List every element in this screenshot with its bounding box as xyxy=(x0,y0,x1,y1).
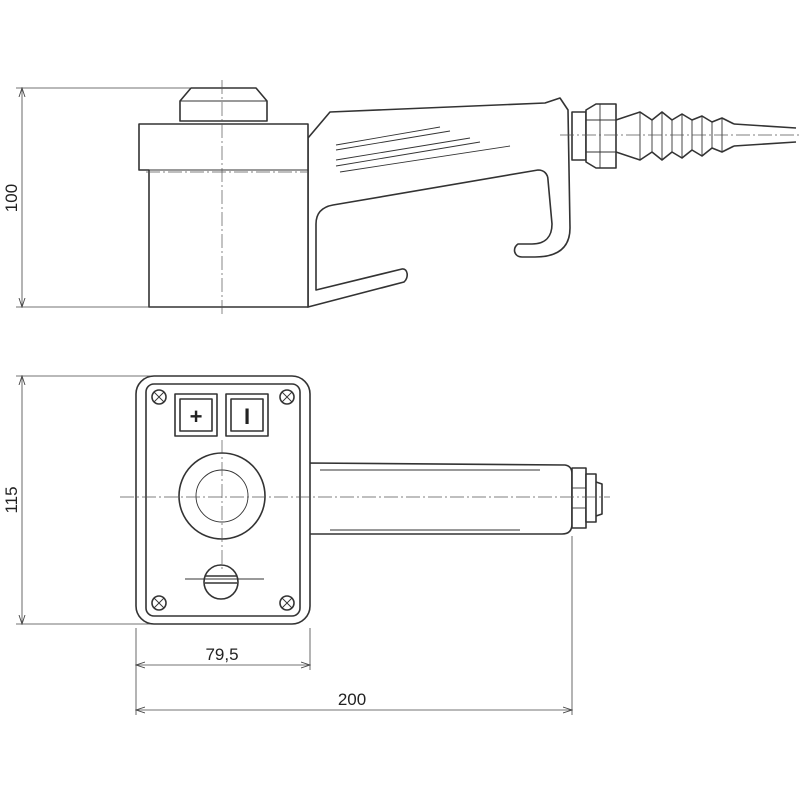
side-handle xyxy=(307,97,571,308)
screw-bottom-right xyxy=(279,595,295,611)
front-housing xyxy=(135,375,311,625)
screw-top-right xyxy=(279,389,295,405)
side-cable xyxy=(733,123,797,147)
plus-symbol: + xyxy=(190,404,203,429)
screw-bottom-left xyxy=(151,595,167,611)
total-length-dimension: 200 xyxy=(136,536,572,715)
on-button: I xyxy=(225,393,269,437)
total-length-label: 200 xyxy=(338,690,366,709)
on-symbol: I xyxy=(244,404,250,429)
side-housing xyxy=(138,123,309,308)
housing-width-dimension: 79,5 xyxy=(136,628,310,715)
front-panel xyxy=(145,383,301,617)
side-grip-texture xyxy=(335,126,511,173)
front-height-label: 115 xyxy=(2,486,21,513)
front-height-dimension: 115 xyxy=(2,376,150,624)
front-cable-gland xyxy=(571,467,603,529)
front-handle xyxy=(307,462,573,535)
plus-button: + xyxy=(174,393,218,437)
key-switch xyxy=(185,564,264,600)
side-height-label: 100 xyxy=(2,184,21,212)
side-strain-relief-spring xyxy=(615,111,735,161)
side-top-knob xyxy=(179,87,268,122)
housing-width-label: 79,5 xyxy=(205,645,238,664)
screw-top-left xyxy=(151,389,167,405)
front-view: + I 115 xyxy=(2,376,610,715)
side-height-dimension: 100 xyxy=(2,88,190,307)
side-cable-gland xyxy=(571,103,617,169)
side-view: 100 xyxy=(2,80,800,316)
